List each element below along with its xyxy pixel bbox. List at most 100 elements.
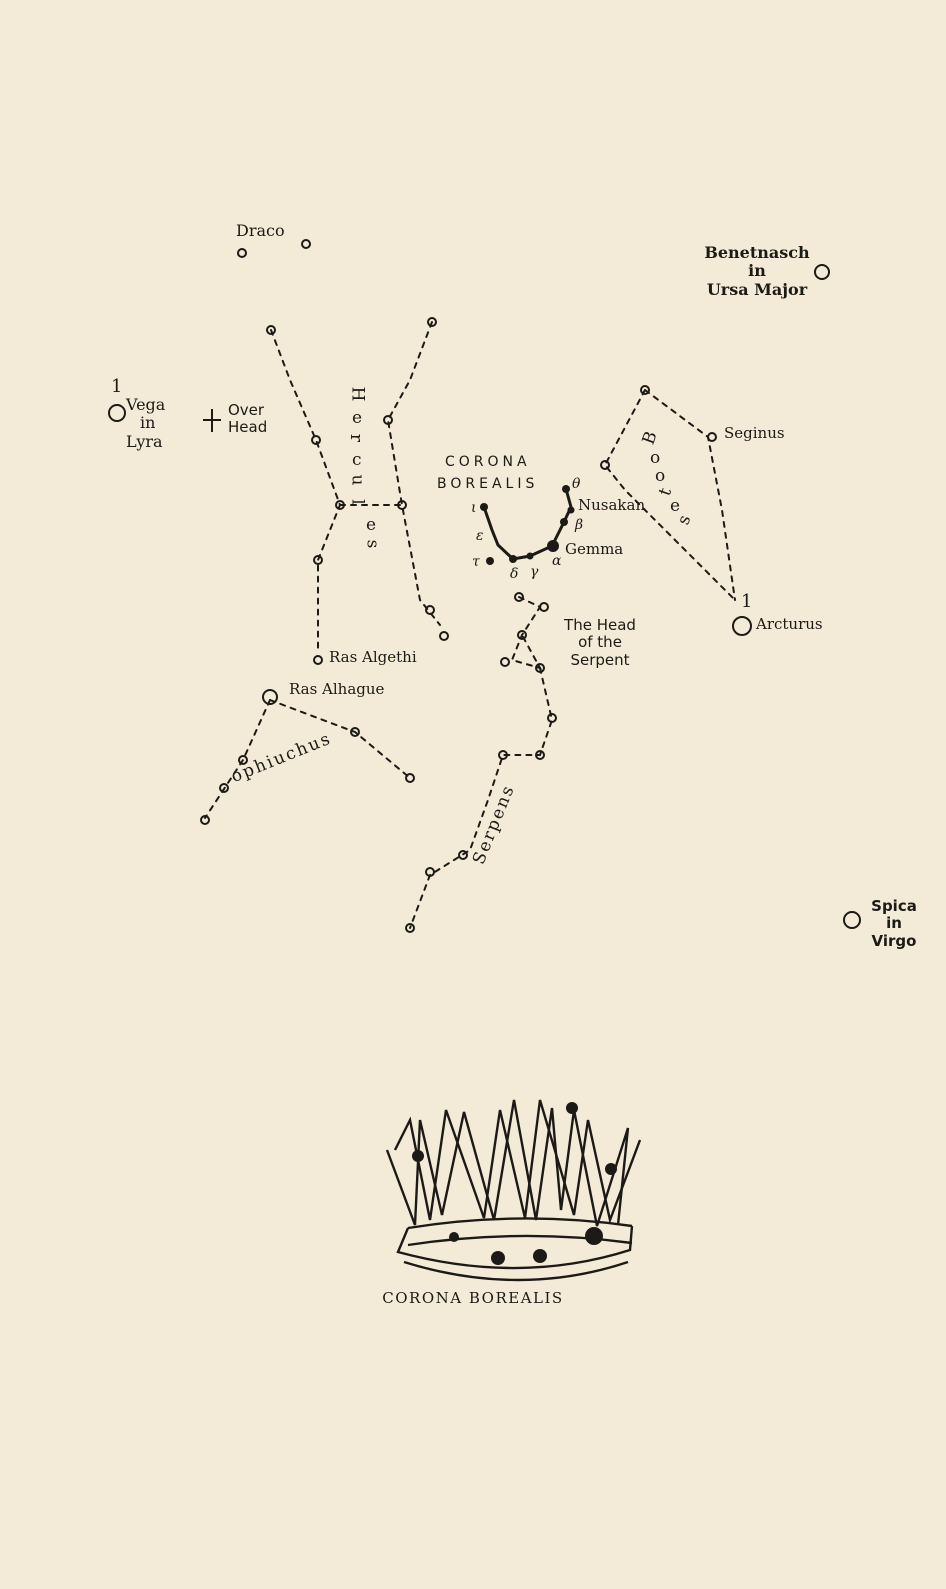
- star-h7: [313, 555, 323, 565]
- ophiuchus-line-2: [204, 699, 271, 819]
- ras-alhague-label: Ras Alhague: [289, 680, 385, 698]
- star-h8: [425, 605, 435, 615]
- vega-line-1: Vega: [126, 395, 166, 414]
- corona-line-1: CORONA: [445, 454, 531, 470]
- arcturus-label: Arcturus: [756, 615, 823, 633]
- spica-line-3: Virgo: [871, 931, 917, 950]
- star-h3: [311, 435, 321, 445]
- star-o3: [238, 755, 248, 765]
- bootes-inner: [603, 389, 736, 601]
- over-head-label: Over Head: [228, 401, 268, 437]
- star-s7: [498, 750, 508, 760]
- star-h1: [266, 325, 276, 335]
- spica-line-2: in: [886, 914, 902, 933]
- benetnasch-label: Benetnasch in Ursa Major: [692, 243, 822, 299]
- serpens-body-line: [409, 667, 554, 929]
- hercules-letter-6: l: [347, 499, 368, 505]
- spica-line-1: Spica: [871, 897, 917, 915]
- star-h6: [397, 500, 407, 510]
- hercules-letter-1: H: [347, 386, 368, 402]
- star-h2: [427, 317, 437, 327]
- star-b1: [640, 385, 650, 395]
- star-o1: [350, 727, 360, 737]
- greek-epsilon: ε: [476, 528, 484, 544]
- star-s6: [547, 713, 557, 723]
- benetnasch-line-2: in: [748, 261, 766, 281]
- star-seginus: [707, 432, 717, 442]
- star-b2: [600, 460, 610, 470]
- hercules-letter-7: e: [366, 515, 377, 535]
- ophiuchus-line: [269, 699, 411, 779]
- gemma-label: Gemma: [565, 540, 624, 558]
- star-iota: [480, 503, 488, 511]
- vega-line-2: in: [140, 413, 156, 433]
- vega-line-3: Lyra: [126, 431, 163, 451]
- serpens-head-line: [510, 596, 543, 670]
- star-benetnasch: [814, 264, 830, 280]
- star-s8: [535, 750, 545, 760]
- bootes-letter-2: o: [650, 448, 661, 468]
- star-s10: [458, 850, 468, 860]
- hercules-letter-3: r: [346, 433, 367, 443]
- benetnasch-line-3: Ursa Major: [706, 279, 808, 299]
- greek-alpha: α: [552, 553, 562, 569]
- hercules-letter-5: u: [347, 474, 368, 486]
- bootes-outline: [644, 389, 736, 601]
- star-h5: [335, 500, 345, 510]
- crown-jewels: [412, 1102, 617, 1265]
- star-s2: [539, 602, 549, 612]
- star-nusakan: [567, 506, 575, 514]
- star-draco-1: [237, 248, 247, 258]
- star-s4: [500, 657, 510, 667]
- corona-line-2: BOREALIS: [437, 476, 539, 493]
- greek-iota: ι: [471, 500, 477, 516]
- bootes-letter-3: o: [655, 466, 666, 486]
- star-beta: [560, 518, 568, 526]
- vega-label: Vega in Lyra: [126, 395, 166, 451]
- star-h4: [383, 415, 393, 425]
- greek-beta: β: [575, 517, 584, 533]
- star-o4: [219, 783, 229, 793]
- corona-borealis-label: CORONA BOREALIS: [437, 451, 538, 496]
- greek-tau: τ: [472, 554, 480, 570]
- star-s11: [405, 923, 415, 933]
- hercules-letter-8: s: [362, 539, 383, 549]
- star-o5: [200, 815, 210, 825]
- greek-delta: δ: [510, 566, 519, 582]
- draco-label: Draco: [236, 221, 285, 240]
- star-theta: [562, 485, 570, 493]
- star-vega: [108, 404, 126, 422]
- star-ras-alhague: [262, 689, 278, 705]
- nusakan-label: Nusakan: [578, 496, 646, 514]
- star-arcturus: [732, 616, 752, 636]
- star-tau: [486, 557, 494, 565]
- bootes-letter-5: e: [670, 496, 681, 516]
- hercules-letter-2: e: [352, 408, 363, 428]
- star-delta: [509, 555, 517, 563]
- star-o2: [405, 773, 415, 783]
- star-h9: [439, 631, 449, 641]
- greek-gamma: γ: [530, 564, 539, 580]
- crown-illustration: [385, 1099, 642, 1282]
- seginus-label: Seginus: [724, 424, 785, 442]
- head-serpent-line-2: of the: [578, 633, 622, 652]
- benetnasch-line-1: Benetnasch: [704, 243, 810, 262]
- hercules-left-line: [270, 329, 342, 651]
- head-serpent-line-3: Serpent: [570, 650, 630, 669]
- over-head-line-1: Over: [228, 401, 265, 419]
- hercules-letter-4: c: [352, 450, 362, 470]
- ras-algethi-label: Ras Algethi: [329, 648, 417, 666]
- star-draco-2: [301, 239, 311, 249]
- over-head-line-2: Head: [228, 418, 268, 437]
- spica-label: Spica in Virgo: [866, 897, 922, 950]
- arcturus-magnitude: 1: [741, 591, 753, 612]
- greek-theta: θ: [572, 476, 581, 492]
- crown-caption: CORONA BOREALIS: [382, 1289, 564, 1307]
- star-s1: [514, 592, 524, 602]
- over-head-cross-icon: [203, 409, 221, 432]
- vega-magnitude: 1: [111, 376, 123, 397]
- star-s5: [535, 663, 545, 673]
- head-of-serpent-label: The Head of the Serpent: [560, 616, 640, 669]
- hercules-right-line: [386, 321, 441, 626]
